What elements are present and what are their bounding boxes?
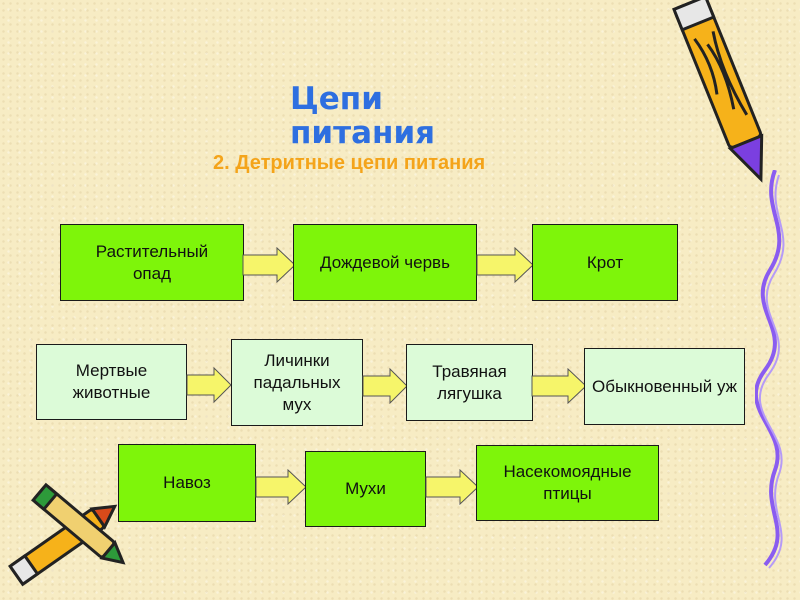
page-title: Цепи питания	[290, 81, 436, 151]
node-label: Дождевой червь	[320, 252, 450, 272]
node-label: Травяная лягушка	[432, 361, 507, 403]
node-plant-litter: Растительный опад	[60, 224, 244, 301]
node-insectivorous-birds: Насекомоядные птицы	[476, 445, 659, 521]
crayon-icon	[8, 482, 126, 587]
pencil-icon	[672, 0, 764, 183]
page-subtitle: 2. Детритные цепи питания	[213, 152, 486, 174]
node-carrion-fly-larvae: Личинки падальных мух	[231, 339, 363, 426]
node-dead-animals: Мертвые животные	[36, 344, 187, 420]
node-label: Крот	[586, 252, 624, 272]
node-manure: Навоз	[118, 444, 256, 522]
squiggle-decoration	[755, 170, 785, 569]
node-flies: Мухи	[305, 451, 426, 527]
node-label: Мертвые животные	[72, 361, 151, 402]
arrow-right	[186, 367, 232, 403]
node-label: Личинки падальных мух	[253, 350, 341, 414]
node-label: Навоз	[163, 473, 211, 492]
arrow-right	[362, 368, 408, 404]
node-label: Насекомоядные птицы	[503, 462, 632, 503]
node-label: Растительный опад	[95, 241, 209, 283]
arrow-right	[255, 469, 307, 505]
node-label: Обыкновенный уж	[591, 376, 738, 396]
node-earthworm: Дождевой червь	[293, 224, 477, 301]
arrow-right	[242, 247, 296, 283]
node-mole: Крот	[532, 224, 678, 301]
arrow-right	[531, 368, 587, 404]
arrow-right	[425, 469, 479, 505]
node-grass-snake: Обыкновенный уж	[584, 348, 745, 425]
node-grass-frog: Травяная лягушка	[406, 344, 533, 421]
node-label: Мухи	[345, 479, 386, 498]
arrow-right	[476, 247, 534, 283]
